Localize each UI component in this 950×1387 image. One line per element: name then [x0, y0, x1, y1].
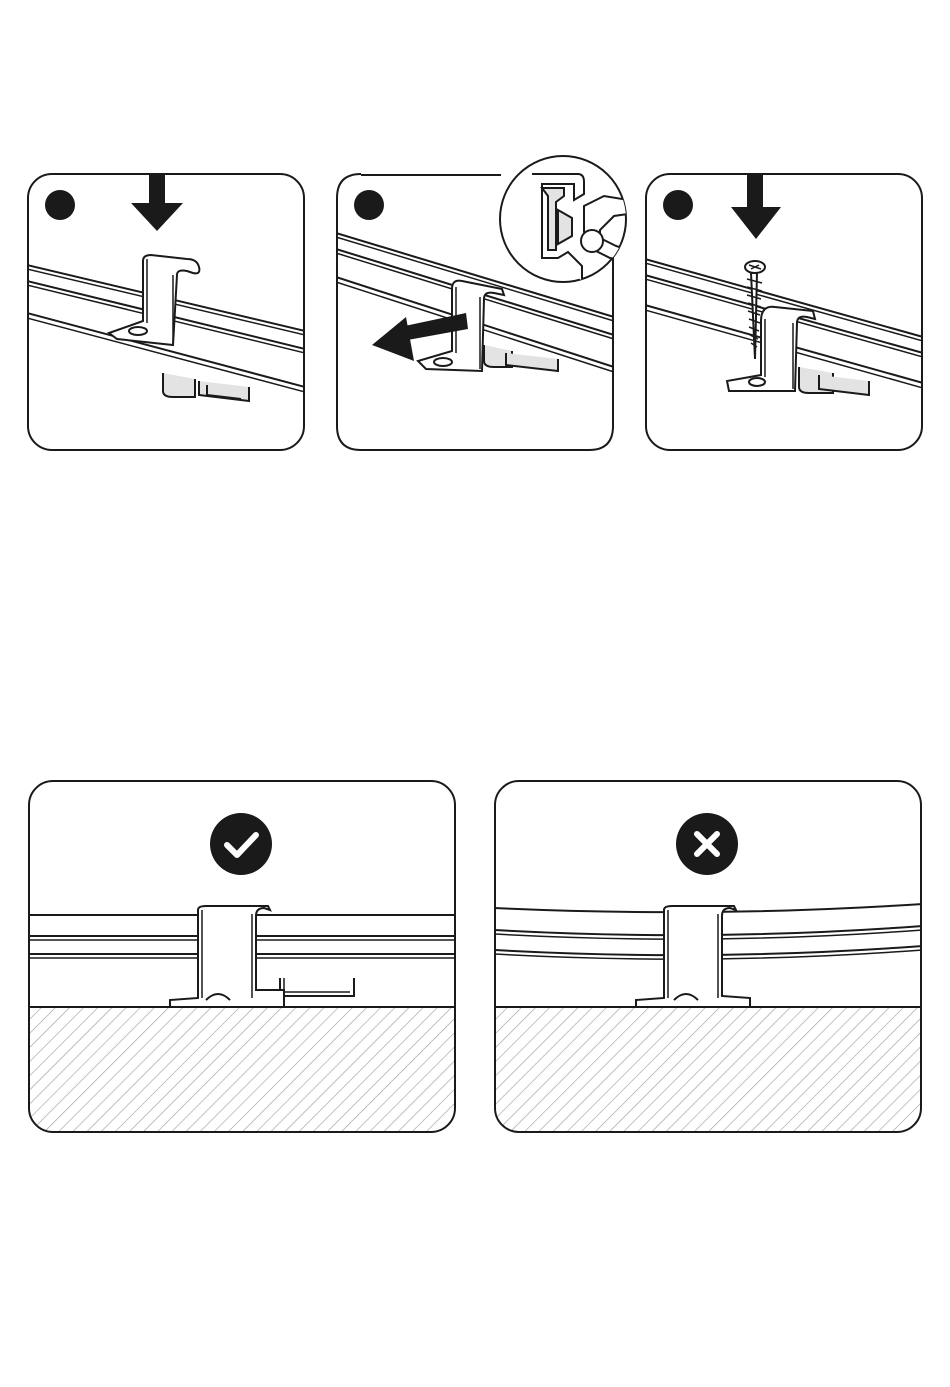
step-3-panel: [645, 173, 923, 451]
mounting-surface: [494, 1007, 922, 1137]
step-badge: [354, 190, 384, 220]
mounting-block: [280, 978, 354, 996]
incorrect-badge: [676, 813, 738, 875]
correct-panel: [28, 780, 456, 1133]
correct-badge: [210, 813, 272, 875]
step-1-panel: [27, 173, 305, 451]
step-badge: [45, 190, 75, 220]
mounting-clip: [170, 906, 284, 1007]
checkmark-icon: [210, 813, 272, 875]
down-arrow-icon: [731, 175, 781, 239]
mounting-block: [484, 345, 558, 371]
profile-cross-section-inset: [498, 154, 628, 284]
step-2-panel: [336, 173, 614, 451]
mounting-block: [163, 373, 249, 401]
down-arrow-icon: [131, 175, 183, 231]
cross-icon: [676, 813, 738, 875]
mounting-clip: [636, 906, 750, 1007]
mounting-block: [799, 367, 869, 395]
mounting-clip: [109, 255, 199, 345]
step-badge: [663, 190, 693, 220]
mounting-surface: [28, 1007, 456, 1137]
incorrect-panel: [494, 780, 922, 1133]
